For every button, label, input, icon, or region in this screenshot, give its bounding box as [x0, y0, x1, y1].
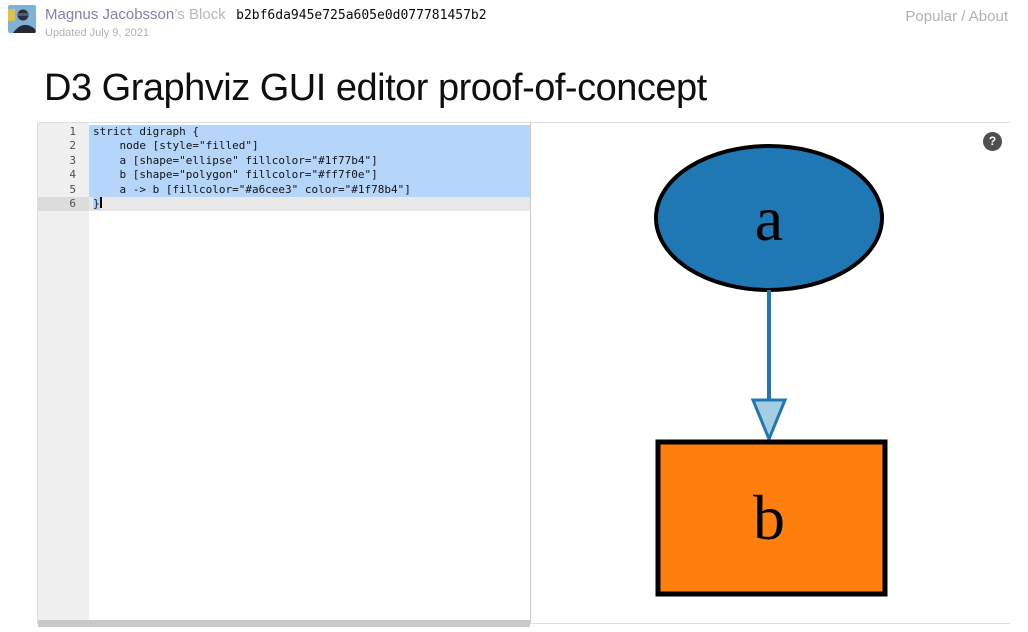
- nav-separator: /: [957, 8, 969, 25]
- author-link[interactable]: Magnus Jacobsson: [45, 6, 175, 23]
- avatar-photo: [8, 5, 36, 33]
- block-heading: Magnus Jacobsson’s Block b2bf6da945e725a…: [45, 6, 487, 39]
- editor-scrollbar[interactable]: [38, 620, 530, 627]
- code-line: strict digraph {: [89, 125, 530, 140]
- nav-about[interactable]: About: [968, 8, 1008, 25]
- nav-popular[interactable]: Popular: [905, 8, 958, 25]
- page-title: D3 Graphviz GUI editor proof-of-concept: [44, 67, 707, 109]
- code-editor[interactable]: 1 2 3 4 5 6 strict digraph { node [style…: [38, 123, 531, 627]
- editor-code[interactable]: strict digraph { node [style="filled"] a…: [89, 123, 530, 212]
- top-nav: Popular / About: [905, 8, 1008, 25]
- graph-pane: a b ?: [531, 123, 1010, 623]
- line-number-active: 6: [38, 196, 89, 212]
- line-number: 5: [69, 182, 76, 196]
- author-suffix: ’s Block: [174, 6, 226, 23]
- editor-gutter: 1 2 3 4 5 6: [38, 123, 89, 623]
- header: Magnus Jacobsson’s Block b2bf6da945e725a…: [0, 0, 1028, 44]
- avatar[interactable]: [8, 5, 36, 33]
- graph-node-a-label: a: [755, 183, 783, 254]
- block-content: 1 2 3 4 5 6 strict digraph { node [style…: [37, 122, 1010, 627]
- line-number: 2: [69, 139, 76, 153]
- code-line: a -> b [fillcolor="#a6cee3" color="#1f78…: [89, 182, 530, 197]
- code-line: a [shape="ellipse" fillcolor="#1f77b4"]: [89, 153, 530, 169]
- code-line: b [shape="polygon" fillcolor="#ff7f0e"]: [89, 168, 530, 183]
- line-number: 3: [69, 153, 76, 167]
- code-line-active: }: [89, 196, 530, 212]
- code-line: node [style="filled"]: [89, 139, 530, 154]
- line-number: 4: [69, 168, 76, 182]
- graph-edge-arrowhead: [750, 398, 788, 443]
- help-button[interactable]: ?: [983, 132, 1002, 151]
- block-id: b2bf6da945e725a605e0d077781457b2: [236, 8, 487, 23]
- graph-node-b-label: b: [753, 482, 785, 553]
- updated-date: Updated July 9, 2021: [45, 27, 149, 39]
- graphviz-render: a b: [654, 144, 888, 597]
- line-number: 1: [69, 125, 76, 138]
- text-cursor: [99, 196, 102, 208]
- graph-node-b[interactable]: [655, 439, 888, 597]
